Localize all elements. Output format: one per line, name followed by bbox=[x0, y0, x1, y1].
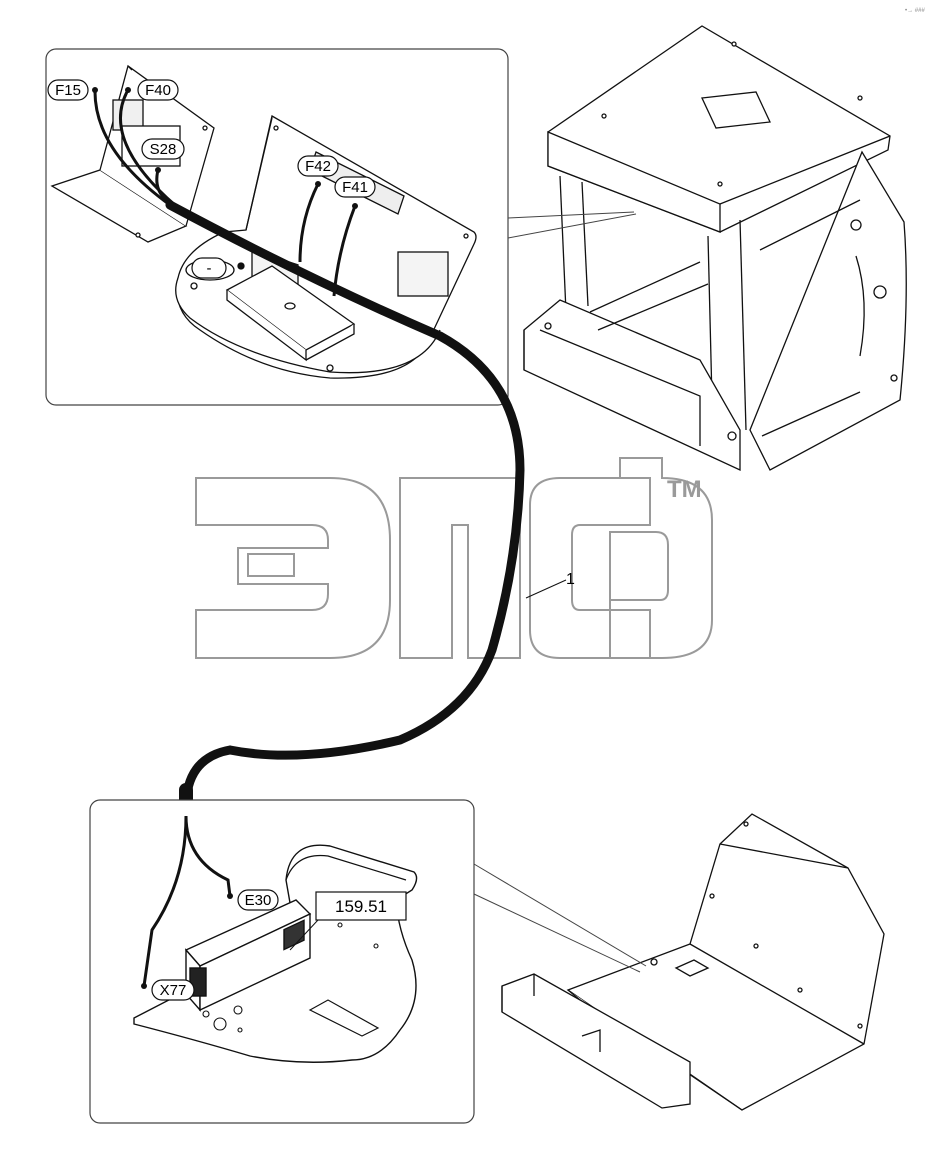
harness-cable bbox=[165, 200, 525, 815]
dashboard-panel bbox=[175, 114, 477, 379]
reference-leader bbox=[289, 919, 319, 951]
floor-plate-edge bbox=[285, 854, 407, 881]
watermark-logo bbox=[195, 457, 713, 659]
callout-f40-text: F40 bbox=[145, 82, 171, 99]
callout-s28-text: S28 bbox=[150, 141, 177, 158]
cab-frame bbox=[523, 25, 907, 472]
callout-e30: E30 bbox=[237, 889, 279, 911]
wire-terminals-top bbox=[92, 87, 358, 209]
callout-f42: F42 bbox=[297, 155, 339, 177]
reference-box: 159.51 bbox=[315, 891, 407, 921]
callout-f42-text: F42 bbox=[305, 158, 331, 175]
thin-wires-bottom bbox=[142, 815, 232, 987]
callout-labels: F15 F40 S28 F42 F41 - E30 X77 bbox=[47, 79, 407, 1001]
item-number: 1 bbox=[566, 571, 575, 588]
wire-terminals-bottom bbox=[141, 893, 233, 989]
callout-x77: X77 bbox=[151, 979, 195, 1001]
callout-f41: F41 bbox=[334, 176, 376, 198]
watermark-tm: TM bbox=[667, 476, 702, 503]
callout-e30-text: E30 bbox=[245, 892, 272, 909]
item-leader-line bbox=[525, 579, 567, 599]
callout-s28: S28 bbox=[141, 138, 185, 160]
trademark-text: TM bbox=[667, 476, 702, 503]
callout-f40: F40 bbox=[137, 79, 179, 101]
callout-x77-text: X77 bbox=[160, 982, 187, 999]
cab-top-zoom-lines bbox=[507, 211, 637, 239]
callout-f15: F15 bbox=[47, 79, 89, 101]
floor-plate-slot bbox=[308, 999, 380, 1037]
corner-mark: •→ ### bbox=[905, 8, 925, 14]
callout-minus-text: - bbox=[207, 260, 212, 277]
callout-f15-text: F15 bbox=[55, 82, 81, 99]
heater-unit bbox=[184, 899, 312, 1012]
callout-minus: - bbox=[191, 257, 227, 279]
floor-zoom-lines bbox=[473, 863, 647, 973]
reference-text: 159.51 bbox=[335, 897, 387, 916]
callout-f41-text: F41 bbox=[342, 179, 368, 196]
floor-plate-holes bbox=[202, 922, 379, 1033]
floor-assembly bbox=[501, 813, 885, 1111]
